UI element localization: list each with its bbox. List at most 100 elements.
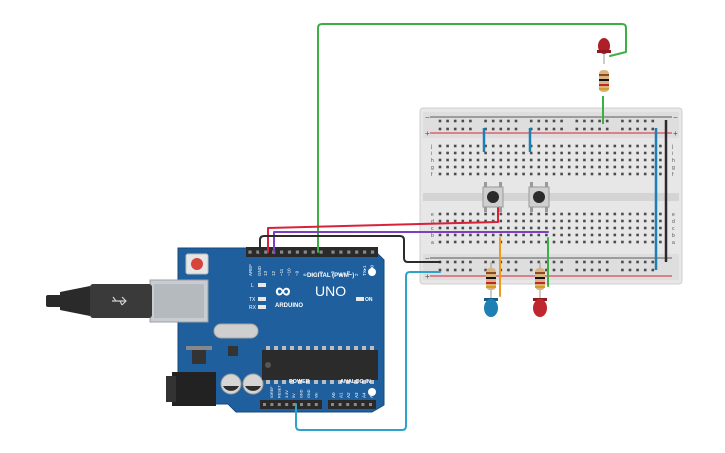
rail-hole[interactable]: [583, 119, 586, 123]
rail-hole[interactable]: [537, 119, 541, 123]
breadboard-hole[interactable]: [446, 219, 449, 223]
rail-hole[interactable]: [469, 268, 472, 272]
rail-hole[interactable]: [590, 127, 594, 131]
breadboard-hole[interactable]: [575, 144, 579, 148]
breadboard-hole[interactable]: [643, 165, 647, 169]
rail-hole[interactable]: [529, 119, 533, 123]
breadboard-hole[interactable]: [469, 219, 472, 223]
breadboard-hole[interactable]: [453, 165, 457, 169]
rail-hole[interactable]: [446, 119, 449, 123]
header-pin[interactable]: [338, 403, 342, 406]
rail-hole[interactable]: [491, 260, 495, 264]
breadboard-hole[interactable]: [628, 226, 632, 230]
wire-blue-5v[interactable]: [295, 271, 441, 431]
breadboard-hole[interactable]: [529, 172, 533, 176]
breadboard-hole[interactable]: [461, 158, 465, 162]
breadboard-hole[interactable]: [507, 226, 510, 230]
breadboard-hole[interactable]: [598, 226, 601, 230]
breadboard-hole[interactable]: [651, 165, 655, 169]
breadboard-hole[interactable]: [476, 240, 480, 244]
breadboard-hole[interactable]: [507, 172, 510, 176]
breadboard-hole[interactable]: [552, 165, 556, 169]
breadboard-hole[interactable]: [507, 151, 510, 155]
wire-green-pin7-led[interactable]: [317, 23, 627, 253]
rail-hole[interactable]: [545, 260, 548, 264]
breadboard-hole[interactable]: [590, 212, 594, 216]
breadboard-hole[interactable]: [605, 226, 609, 230]
rail-hole[interactable]: [552, 268, 556, 272]
breadboard-hole[interactable]: [446, 226, 449, 230]
breadboard-hole[interactable]: [621, 151, 624, 155]
breadboard-hole[interactable]: [507, 219, 510, 223]
breadboard-hole[interactable]: [453, 212, 457, 216]
rail-hole[interactable]: [643, 127, 647, 131]
breadboard-hole[interactable]: [590, 151, 594, 155]
breadboard-hole[interactable]: [491, 240, 495, 244]
header-pin[interactable]: [248, 250, 252, 254]
breadboard-hole[interactable]: [545, 226, 548, 230]
rail-hole[interactable]: [560, 127, 563, 131]
breadboard-hole[interactable]: [590, 165, 594, 169]
rail-hole[interactable]: [636, 260, 639, 264]
breadboard-hole[interactable]: [469, 240, 472, 244]
breadboard-hole[interactable]: [583, 240, 586, 244]
power-header[interactable]: [260, 400, 322, 409]
header-pin[interactable]: [355, 250, 359, 254]
breadboard-hole[interactable]: [636, 158, 639, 162]
rail-hole[interactable]: [499, 127, 503, 131]
breadboard-hole[interactable]: [628, 219, 632, 223]
breadboard-hole[interactable]: [438, 158, 442, 162]
breadboard-hole[interactable]: [583, 233, 586, 237]
breadboard-hole[interactable]: [583, 151, 586, 155]
breadboard-hole[interactable]: [438, 212, 442, 216]
breadboard-hole[interactable]: [651, 151, 655, 155]
rail-hole[interactable]: [446, 127, 449, 131]
breadboard-hole[interactable]: [613, 158, 617, 162]
breadboard-hole[interactable]: [659, 158, 662, 162]
rail-hole[interactable]: [545, 268, 548, 272]
breadboard-hole[interactable]: [659, 172, 662, 176]
breadboard-hole[interactable]: [567, 144, 571, 148]
breadboard-hole[interactable]: [476, 165, 480, 169]
rail-hole[interactable]: [514, 268, 518, 272]
breadboard-hole[interactable]: [491, 226, 495, 230]
rail-hole[interactable]: [621, 260, 624, 264]
breadboard-hole[interactable]: [529, 151, 533, 155]
breadboard-hole[interactable]: [575, 233, 579, 237]
breadboard-hole[interactable]: [469, 212, 472, 216]
header-pin[interactable]: [270, 403, 274, 406]
breadboard-hole[interactable]: [446, 240, 449, 244]
rail-hole[interactable]: [621, 119, 624, 123]
rail-hole[interactable]: [651, 119, 655, 123]
header-pin[interactable]: [346, 403, 350, 406]
breadboard-hole[interactable]: [476, 233, 480, 237]
breadboard-hole[interactable]: [605, 165, 609, 169]
breadboard-hole[interactable]: [491, 219, 495, 223]
breadboard-hole[interactable]: [636, 212, 639, 216]
breadboard-hole[interactable]: [522, 240, 525, 244]
breadboard-hole[interactable]: [613, 151, 617, 155]
breadboard-hole[interactable]: [522, 165, 525, 169]
rail-hole[interactable]: [598, 268, 601, 272]
breadboard-hole[interactable]: [583, 219, 586, 223]
rail-hole[interactable]: [461, 260, 465, 264]
breadboard-hole[interactable]: [545, 165, 548, 169]
breadboard-hole[interactable]: [446, 233, 449, 237]
led-red-top[interactable]: [597, 38, 611, 64]
breadboard-hole[interactable]: [438, 226, 442, 230]
breadboard-hole[interactable]: [522, 233, 525, 237]
breadboard-hole[interactable]: [567, 151, 571, 155]
breadboard-hole[interactable]: [636, 219, 639, 223]
breadboard-hole[interactable]: [590, 240, 594, 244]
breadboard-hole[interactable]: [507, 240, 510, 244]
breadboard-hole[interactable]: [522, 151, 525, 155]
breadboard-hole[interactable]: [613, 172, 617, 176]
breadboard-hole[interactable]: [529, 233, 533, 237]
breadboard-hole[interactable]: [590, 172, 594, 176]
breadboard-hole[interactable]: [621, 226, 624, 230]
breadboard-hole[interactable]: [507, 144, 510, 148]
rail-hole[interactable]: [628, 127, 632, 131]
breadboard-hole[interactable]: [529, 226, 533, 230]
breadboard-hole[interactable]: [438, 144, 442, 148]
breadboard-hole[interactable]: [567, 158, 571, 162]
